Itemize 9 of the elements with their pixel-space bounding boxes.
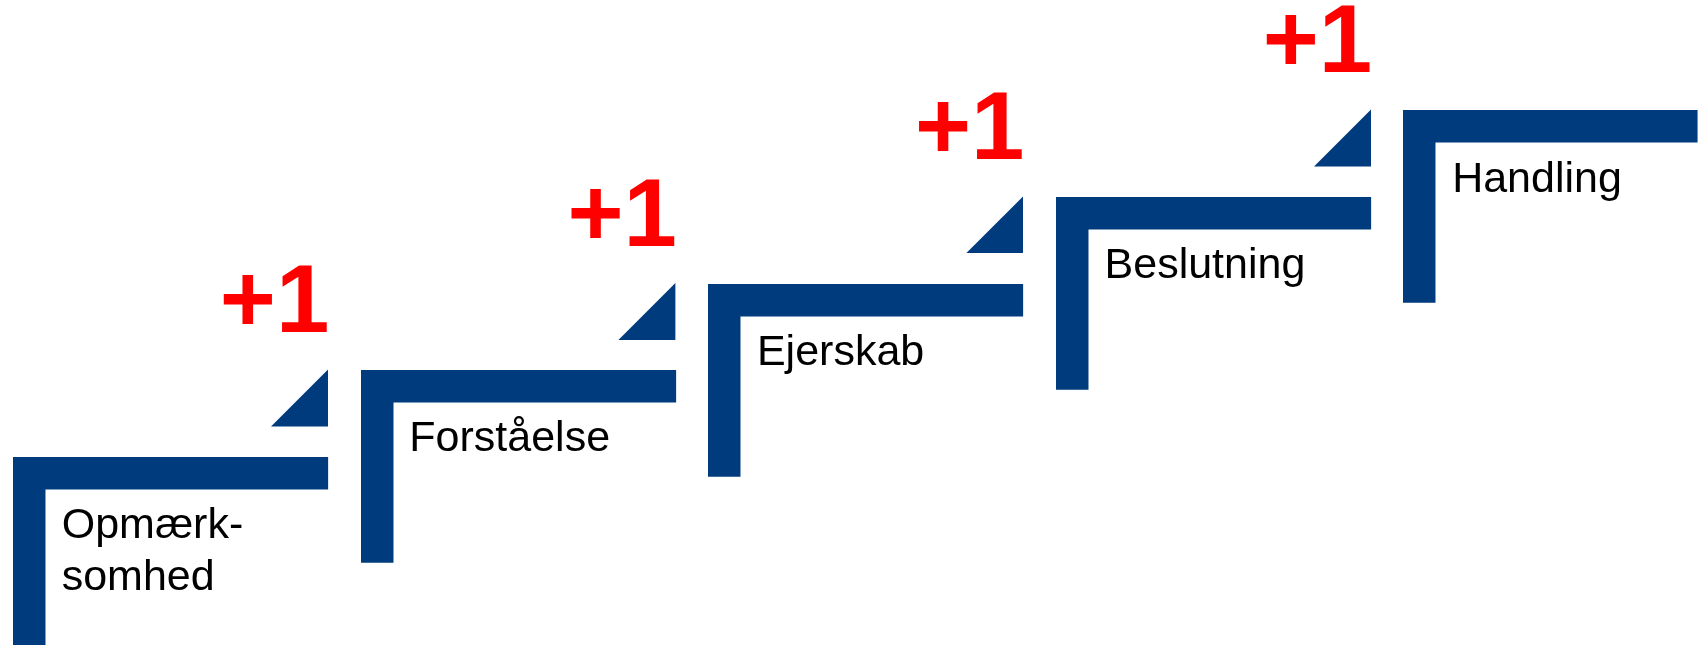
increment-label: +1 <box>219 251 330 348</box>
step-label: Handling <box>1452 151 1623 203</box>
step-label: Opmærk- somhed <box>61 498 245 601</box>
increment-label: +1 <box>915 77 1025 174</box>
step-label: Forståelse <box>409 411 612 463</box>
increment-label: +1 <box>1262 0 1373 88</box>
step-label: Beslutning <box>1104 238 1307 290</box>
step-label: Ejerskab <box>756 324 926 376</box>
increment-label: +1 <box>567 164 677 261</box>
